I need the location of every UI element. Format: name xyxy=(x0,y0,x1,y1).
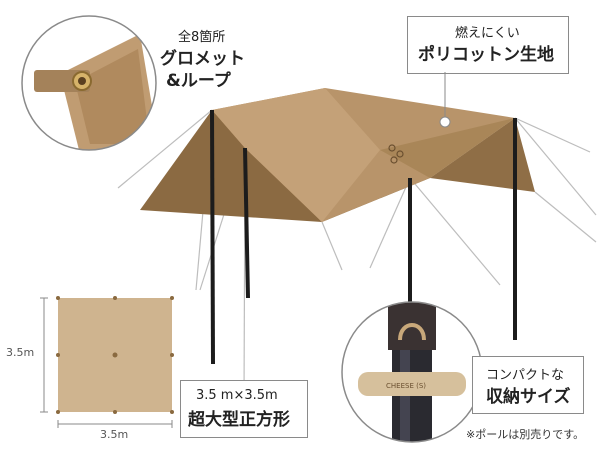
pole-note: ※ポールは別売りです。 xyxy=(466,428,585,441)
height-label: 3.5m xyxy=(6,346,35,359)
size-diagram xyxy=(40,296,174,428)
size-line2: 超大型正方形 xyxy=(188,410,290,430)
bag-label: CHEESE (S) xyxy=(386,382,426,390)
bag-line1: コンパクトな xyxy=(486,368,565,383)
grommet-line3: &ループ xyxy=(166,71,231,91)
size-callout xyxy=(180,380,308,438)
fabric-pointer xyxy=(439,72,451,128)
grommet-line1: 全8箇所 xyxy=(178,30,226,45)
size-line1: 3.5 m×3.5m xyxy=(196,388,278,403)
bag-callout xyxy=(472,356,584,414)
grommet-closeup xyxy=(21,15,157,151)
width-label: 3.5m xyxy=(100,428,129,441)
grommet-line2: グロメット xyxy=(160,49,245,69)
fabric-line2: ポリコットン生地 xyxy=(418,45,554,65)
fabric-line1: 燃えにくい xyxy=(455,26,520,41)
bag-closeup: CHEESE (S) xyxy=(341,301,483,443)
bag-line2: 収納サイズ xyxy=(486,387,571,407)
fabric-callout xyxy=(407,16,569,74)
